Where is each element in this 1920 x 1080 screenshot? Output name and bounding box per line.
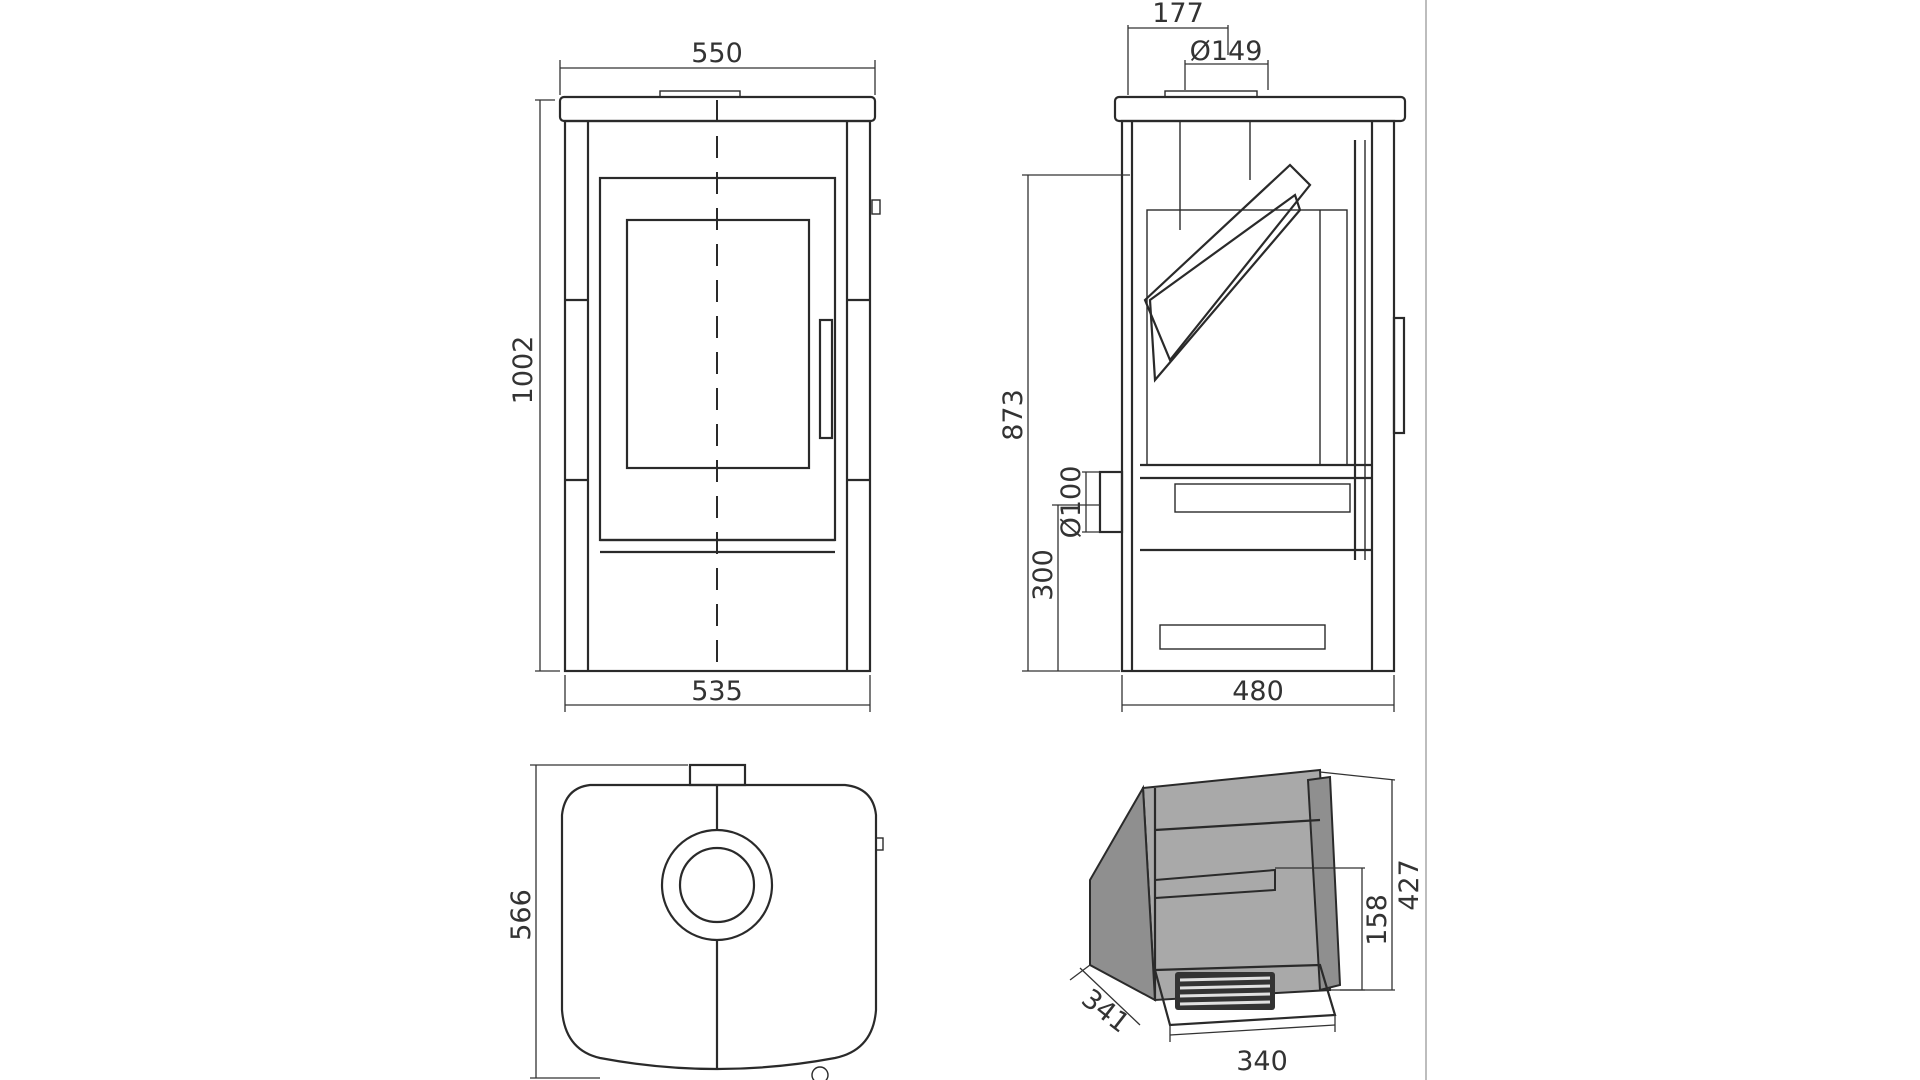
front-view: 550 1002 535: [508, 38, 881, 712]
side-body: [1120, 119, 1396, 673]
dim-outlet-diameter: Ø149: [1190, 36, 1263, 67]
top-outline: [560, 783, 878, 1071]
side-ashpan: [1174, 483, 1351, 513]
dim-firebox-depth: 341: [1075, 983, 1135, 1039]
dim-top-depth: 566: [506, 889, 537, 941]
top-flue-ring-inner: [678, 846, 756, 924]
dim-firebox-height: 427: [1394, 859, 1425, 911]
side-base-bracket: [1159, 624, 1326, 650]
firebox-grate: [1175, 972, 1275, 1010]
top-foot: [811, 1066, 829, 1080]
front-side-knob: [871, 199, 881, 215]
front-top-vent: [659, 90, 741, 98]
dim-side-depth: 480: [1232, 676, 1284, 707]
top-side-knob: [875, 837, 884, 851]
side-view: 177 Ø149 873 300 Ø100 480: [998, 0, 1407, 712]
dim-front-height: 1002: [508, 336, 539, 405]
dim-firebox-width: 340: [1236, 1046, 1288, 1077]
top-flue-ring-outer: [660, 828, 774, 942]
firebox-right-panel: [1306, 775, 1342, 992]
top-outlet-stub: [688, 763, 747, 787]
dim-front-base-width: 535: [691, 676, 743, 707]
dim-front-top-width: 550: [691, 38, 743, 69]
dim-firebox-door-height: 158: [1362, 894, 1393, 946]
side-outlet-collar: [1164, 90, 1258, 98]
firebox-isometric: 427 158 341 340: [1069, 768, 1425, 1077]
dim-air-inlet-height: 300: [1028, 549, 1059, 601]
side-door-handle: [1392, 316, 1406, 435]
firebox-left-panel: [1089, 784, 1157, 1002]
side-firebox: [1146, 209, 1348, 466]
dim-outlet-offset: 177: [1152, 0, 1204, 29]
front-door-handle: [818, 318, 834, 440]
dim-air-inlet-diameter: Ø100: [1056, 466, 1087, 539]
side-top-plate: [1113, 95, 1407, 123]
side-baffle: [1143, 163, 1312, 363]
top-view: 566: [506, 763, 884, 1080]
side-air-inlet: [1098, 470, 1124, 534]
side-flue-channel: [1148, 193, 1302, 383]
dim-outlet-height: 873: [998, 389, 1029, 441]
frame-border: [1425, 0, 1427, 1080]
